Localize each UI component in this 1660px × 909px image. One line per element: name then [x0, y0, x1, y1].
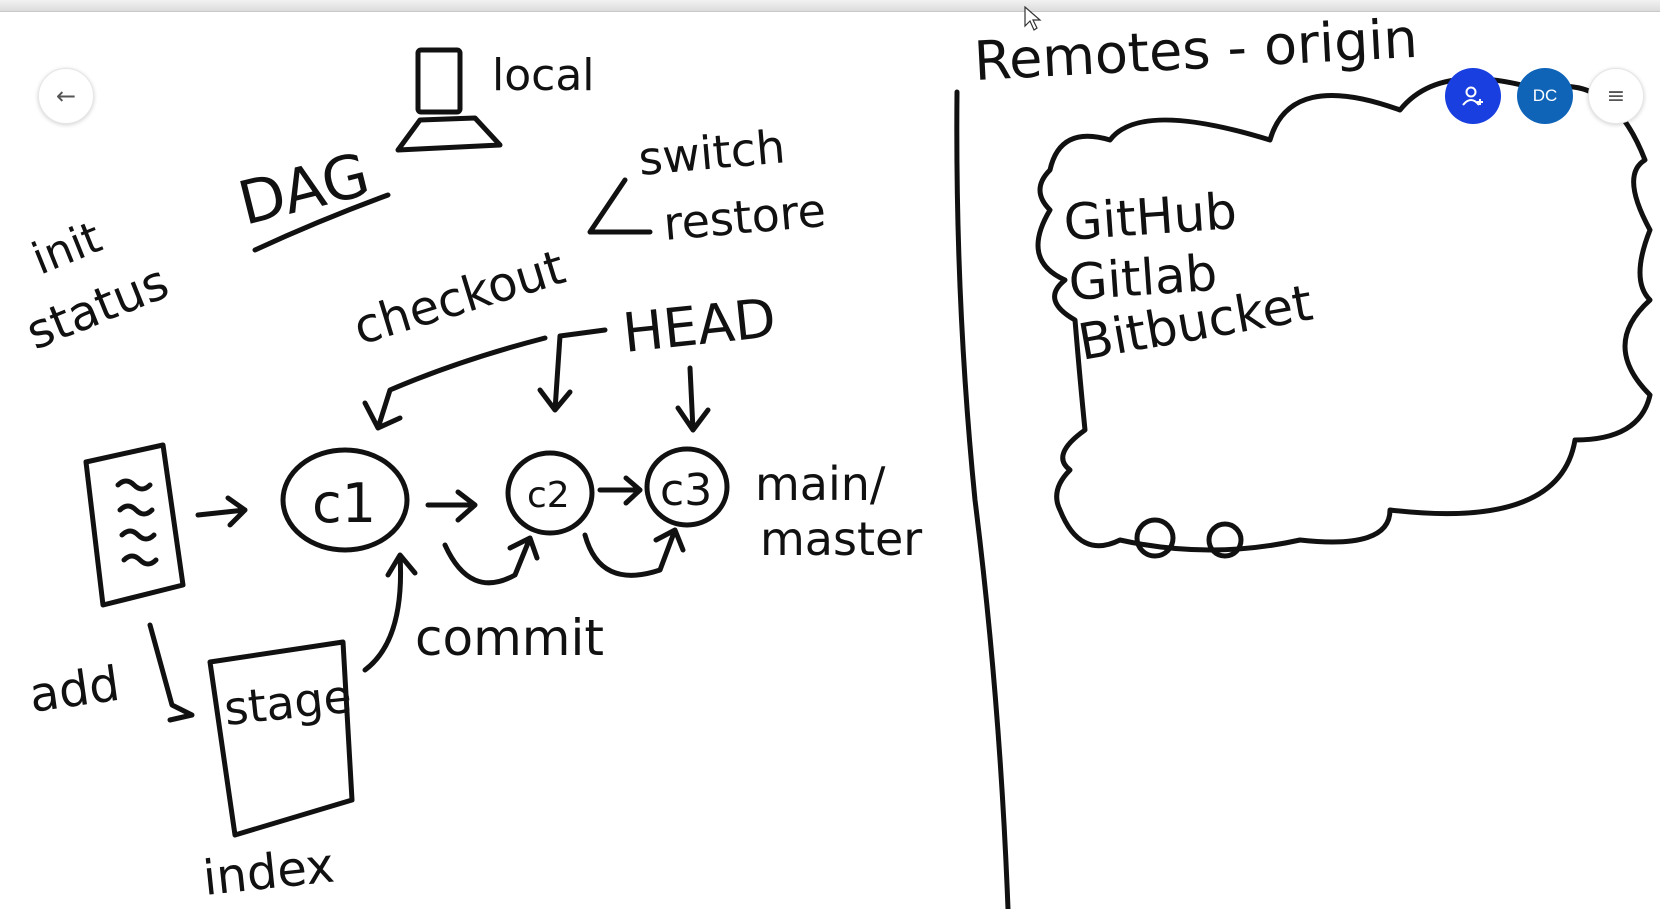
back-arrow-icon: ←: [55, 82, 77, 110]
restore-label: restore: [661, 183, 828, 251]
c1-to-c2-arrow: [425, 489, 478, 523]
user-avatar-button[interactable]: DC: [1517, 68, 1573, 124]
laptop-icon: [395, 47, 503, 153]
add-label: add: [26, 656, 123, 724]
remote-host-gitlab: Gitlab: [1067, 244, 1219, 312]
avatar-initials: DC: [1532, 86, 1558, 105]
stage-box: [207, 639, 355, 838]
add-arrow: [147, 622, 195, 723]
head-arrow-c3: [675, 365, 711, 433]
window-top-bar: [0, 0, 1660, 12]
file-to-c1-arrow: [195, 495, 248, 528]
init-label: init: [25, 212, 109, 285]
commit-c2-circle: [505, 450, 595, 536]
branch-label-master: master: [760, 512, 922, 566]
cloud-loop-2: [1206, 521, 1244, 559]
commit-c1-circle: [280, 447, 410, 553]
head-arrow-c2: [537, 327, 608, 413]
dag-underline: [252, 192, 391, 253]
remote-host-github: GitHub: [1062, 182, 1239, 252]
local-label: local: [492, 50, 595, 101]
remote-cloud: [1035, 76, 1653, 553]
c2-to-c3-arrow: [597, 475, 643, 506]
hamburger-menu-icon: ≡: [1606, 83, 1626, 109]
document-icon: [83, 442, 186, 608]
commit-action-label: commit: [415, 609, 604, 667]
person-add-icon: [1462, 86, 1483, 106]
stage-to-c1-arrow: [362, 552, 418, 673]
dag-label: DAG: [232, 140, 377, 240]
head-label: HEAD: [620, 286, 779, 365]
cloud-loop-1: [1134, 517, 1176, 559]
head-arrow-c1: [362, 335, 548, 431]
commit-c3-label: c3: [660, 465, 712, 516]
commit-c2-label: c2: [527, 475, 570, 516]
switch-label: switch: [636, 119, 787, 186]
commit-c1-label: c1: [312, 472, 376, 535]
c2-c3-curve: [582, 527, 686, 578]
stage-label: stage: [222, 669, 355, 736]
bracket-stroke: [587, 177, 653, 235]
c1-c2-curve: [442, 535, 540, 586]
commit-c3-circle: [644, 446, 730, 528]
index-label: index: [200, 838, 336, 907]
branch-label-main: main/: [755, 457, 886, 511]
share-button[interactable]: [1445, 68, 1501, 124]
mouse-cursor-icon: [1024, 6, 1042, 31]
back-button[interactable]: ←: [38, 68, 94, 124]
divider-line: [954, 89, 1011, 909]
menu-button[interactable]: ≡: [1588, 68, 1644, 124]
